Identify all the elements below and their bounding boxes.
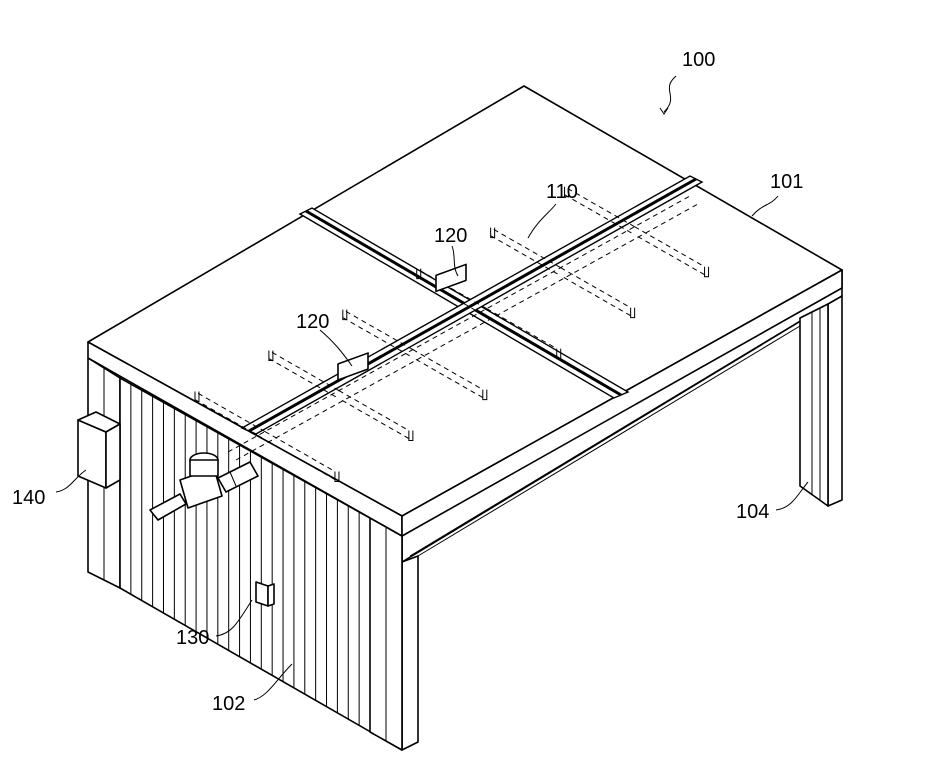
label-110: 110 <box>546 181 578 203</box>
drop-nozzle <box>556 348 562 360</box>
drop-nozzle <box>268 350 274 362</box>
label-101: 101 <box>770 171 803 193</box>
leader-120-lower <box>319 329 353 367</box>
pipe-branch <box>416 268 487 318</box>
pipe-branch <box>560 267 631 317</box>
drop-nozzle <box>564 186 570 198</box>
drop-nozzle <box>408 430 414 442</box>
sensor-body <box>255 581 269 607</box>
nozzles <box>337 263 467 381</box>
drop-nozzle <box>704 266 710 278</box>
label-140: 140 <box>12 487 45 509</box>
leader-140 <box>55 469 87 493</box>
drop-nozzle <box>490 227 496 239</box>
leader-102 <box>253 663 293 701</box>
leader-120-upper <box>451 245 459 277</box>
pipe-branch <box>338 390 410 439</box>
pipe-branch <box>412 349 484 399</box>
pipe-network <box>194 186 710 483</box>
pipe-branch <box>486 308 557 358</box>
drop-nozzle <box>416 268 422 280</box>
label-120-upper: 120 <box>434 225 467 247</box>
outlet-pipe <box>217 461 259 493</box>
leader-110 <box>527 203 557 239</box>
pipe-branch <box>490 227 561 277</box>
sensor <box>255 581 275 607</box>
drop-nozzle <box>194 391 200 403</box>
inlet-pipe <box>149 493 187 521</box>
pipe-branch <box>194 391 266 440</box>
pipe-branch <box>342 309 414 359</box>
sensor-side <box>267 583 275 607</box>
label-100: 100 <box>682 49 715 71</box>
drop-nozzle <box>342 309 348 321</box>
leader-100 <box>663 75 677 113</box>
reference-numerals: 100 101 110 120 120 140 130 102 104 <box>12 49 803 715</box>
top-edge-front <box>401 269 843 537</box>
leader-130 <box>215 599 253 637</box>
right-leg <box>799 303 829 507</box>
front-leg <box>401 555 419 751</box>
pipe-branch <box>634 226 705 276</box>
pump-valve <box>149 452 259 521</box>
control-box <box>77 411 121 489</box>
pipe-branch <box>264 431 336 480</box>
leader-101 <box>751 195 779 217</box>
pipe-branch <box>268 350 340 399</box>
drop-nozzle <box>630 307 636 319</box>
label-120-lower: 120 <box>296 311 329 333</box>
label-102: 102 <box>212 693 245 715</box>
drop-nozzle <box>334 471 340 483</box>
label-130: 130 <box>176 627 209 649</box>
leader-lines <box>55 75 809 701</box>
valve-stem <box>189 459 219 477</box>
control-box-side <box>105 423 121 489</box>
drop-nozzle <box>482 389 488 401</box>
right-leg-front <box>827 295 843 507</box>
leader-104 <box>775 481 809 511</box>
nozzle-lower <box>337 352 369 381</box>
nozzle-upper <box>435 263 467 293</box>
label-104: 104 <box>736 501 769 523</box>
pipe-branches <box>194 186 710 483</box>
pipe-branch <box>564 186 635 236</box>
